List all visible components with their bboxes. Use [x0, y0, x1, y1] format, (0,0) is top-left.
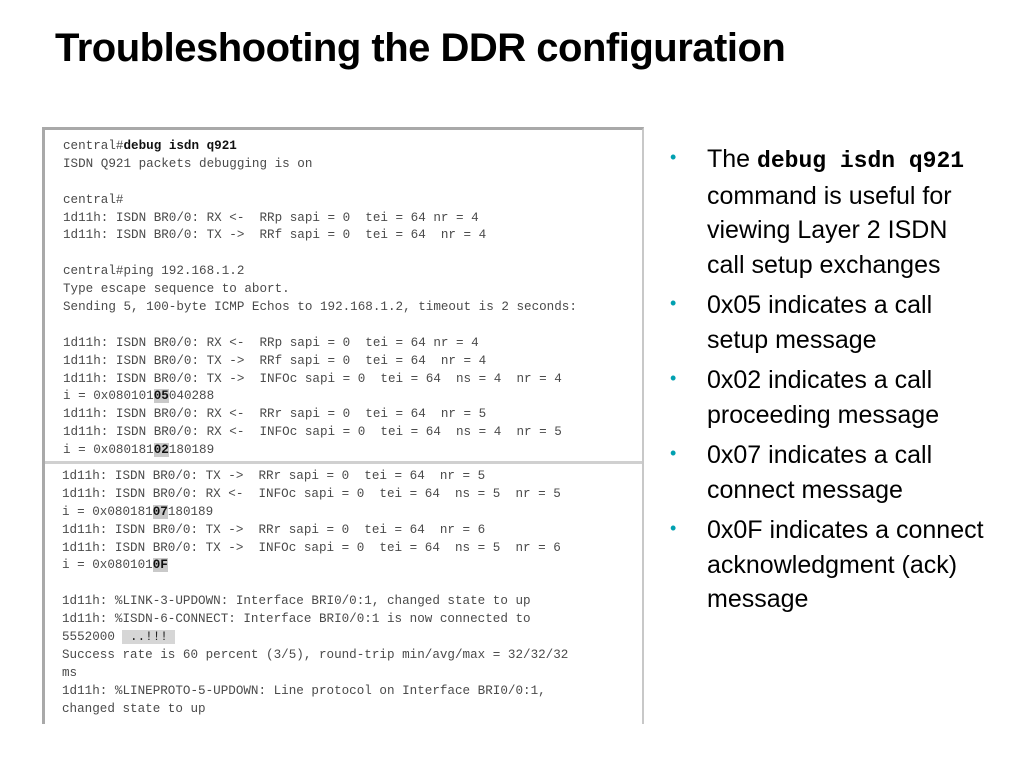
bullet-dot-icon: • [670, 518, 677, 538]
slide-title: Troubleshooting the DDR configuration [55, 26, 786, 70]
bullet-list: • The debug isdn q921 command is useful f… [667, 142, 987, 623]
bullet-item: • 0x07 indicates a call connect message [667, 438, 987, 507]
console-text: 1d11h: %LINEPROTO-5-UPDOWN: Line protoco… [62, 683, 546, 698]
console-line: Sending 5, 100-byte ICMP Echos to 192.16… [63, 299, 577, 317]
console-line: central#debug isdn q921 [63, 138, 577, 156]
console-text: 1d11h: ISDN BR0/0: TX -> RRf sapi = 0 te… [63, 228, 487, 243]
console-text: 1d11h: ISDN BR0/0: TX -> INFOc sapi = 0 … [62, 540, 561, 555]
console-text: 040288 [168, 389, 215, 404]
bullet-text: 0x05 indicates a call setup message [707, 291, 933, 354]
console-line: Success rate is 60 percent (3/5), round-… [62, 647, 568, 665]
console-line: 1d11h: ISDN BR0/0: TX -> RRr sapi = 0 te… [62, 468, 568, 486]
console-line: 1d11h: ISDN BR0/0: TX -> INFOc sapi = 0 … [63, 371, 577, 389]
console-line [63, 317, 577, 335]
highlighted-code: 05 [153, 389, 169, 404]
bullet-dot-icon: • [670, 293, 677, 313]
console-line: 1d11h: ISDN BR0/0: RX <- RRp sapi = 0 te… [63, 335, 577, 353]
command-text: debug isdn q921 [123, 139, 237, 153]
ping-result: ..!!! [122, 630, 176, 645]
console-line [63, 174, 577, 192]
console-text: 5552000 [62, 630, 123, 645]
console-text: changed state to up [62, 701, 206, 716]
console-line: 1d11h: ISDN BR0/0: TX -> INFOc sapi = 0 … [62, 540, 568, 558]
console-line: 1d11h: ISDN BR0/0: RX <- INFOc sapi = 0 … [62, 486, 568, 504]
console-text: 1d11h: ISDN BR0/0: RX <- INFOc sapi = 0 … [63, 425, 562, 440]
console-text: 1d11h: ISDN BR0/0: RX <- RRp sapi = 0 te… [63, 335, 479, 350]
console-text: i = 0x080181 [63, 443, 154, 458]
console-bottom-block: 1d11h: ISDN BR0/0: TX -> RRr sapi = 0 te… [62, 468, 568, 718]
console-line: 5552000 ..!!! [62, 629, 568, 647]
console-text: 180189 [167, 504, 214, 519]
console-line: central# [63, 192, 577, 210]
console-line: 1d11h: ISDN BR0/0: RX <- INFOc sapi = 0 … [63, 424, 577, 442]
console-text: 1d11h: ISDN BR0/0: TX -> INFOc sapi = 0 … [63, 371, 562, 386]
bullet-item: • The debug isdn q921 command is useful f… [667, 142, 987, 282]
console-text: 1d11h: ISDN BR0/0: TX -> RRr sapi = 0 te… [62, 522, 486, 537]
console-text: 1d11h: ISDN BR0/0: RX <- RRr sapi = 0 te… [63, 407, 487, 422]
console-line: i = 0x0801010F [62, 557, 568, 575]
console-line: 1d11h: ISDN BR0/0: TX -> RRf sapi = 0 te… [63, 353, 577, 371]
console-text: i = 0x080101 [62, 558, 153, 573]
console-line: 1d11h: %LINEPROTO-5-UPDOWN: Line protoco… [62, 683, 568, 701]
console-text: central# [63, 139, 124, 153]
console-text: 1d11h: ISDN BR0/0: RX <- INFOc sapi = 0 … [62, 486, 561, 501]
console-text: 1d11h: ISDN BR0/0: TX -> RRf sapi = 0 te… [63, 353, 487, 368]
highlighted-code: 0F [152, 558, 168, 573]
highlighted-code: 02 [153, 443, 169, 458]
console-line [62, 575, 568, 593]
bullet-dot-icon: • [670, 443, 677, 463]
console-text: Type escape sequence to abort. [63, 282, 290, 297]
bullet-item: • 0x05 indicates a call setup message [667, 288, 987, 357]
console-line: 1d11h: ISDN BR0/0: RX <- RRp sapi = 0 te… [63, 210, 577, 228]
console-line: i = 0x08018102180189 [63, 442, 577, 460]
console-line: 1d11h: ISDN BR0/0: TX -> RRr sapi = 0 te… [62, 522, 568, 540]
console-line: 1d11h: ISDN BR0/0: RX <- RRr sapi = 0 te… [63, 406, 577, 424]
console-text: 1d11h: ISDN BR0/0: TX -> RRr sapi = 0 te… [62, 469, 486, 483]
console-text: ms [62, 665, 78, 680]
console-text: central#ping 192.168.1.2 [63, 264, 245, 279]
console-line: ISDN Q921 packets debugging is on [63, 156, 577, 174]
console-text: 1d11h: ISDN BR0/0: RX <- RRp sapi = 0 te… [63, 210, 479, 225]
console-line: central#ping 192.168.1.2 [63, 263, 577, 281]
console-line: changed state to up [62, 701, 568, 719]
bullet-dot-icon: • [670, 147, 677, 167]
console-text: central# [63, 192, 124, 207]
console-divider [45, 461, 642, 464]
console-line: 1d11h: %LINK-3-UPDOWN: Interface BRI0/0:… [62, 593, 568, 611]
bullet-command: debug isdn q921 [757, 148, 965, 174]
console-text: 1d11h: %LINK-3-UPDOWN: Interface BRI0/0:… [62, 594, 531, 609]
bullet-text: 0x02 indicates a call proceeding message [707, 366, 940, 429]
console-line: 1d11h: %ISDN-6-CONNECT: Interface BRI0/0… [62, 611, 568, 629]
bullet-text: command is useful for viewing Layer 2 IS… [707, 181, 952, 279]
bullet-item: • 0x0F indicates a connect acknowledgment… [667, 513, 987, 617]
console-text: i = 0x080101 [63, 389, 154, 404]
bullet-dot-icon: • [670, 368, 677, 388]
console-line [63, 245, 577, 263]
highlighted-code: 07 [152, 504, 168, 519]
console-text: ISDN Q921 packets debugging is on [63, 156, 313, 171]
console-text: i = 0x080181 [62, 504, 153, 519]
bullet-text: 0x07 indicates a call connect message [707, 441, 933, 504]
bullet-text: The [707, 145, 758, 173]
console-text: 180189 [168, 443, 215, 458]
console-text: Success rate is 60 percent (3/5), round-… [62, 647, 569, 662]
console-line: Type escape sequence to abort. [63, 281, 577, 299]
console-line: ms [62, 665, 568, 683]
console-text: 1d11h: %ISDN-6-CONNECT: Interface BRI0/0… [62, 612, 531, 627]
console-line: i = 0x08018107180189 [62, 504, 568, 522]
bullet-text: 0x0F indicates a connect acknowledgment … [707, 516, 984, 613]
console-line: i = 0x08010105040288 [63, 388, 577, 406]
console-line: 1d11h: ISDN BR0/0: TX -> RRf sapi = 0 te… [63, 227, 577, 245]
bullet-item: • 0x02 indicates a call proceeding messag… [667, 363, 987, 432]
console-text: Sending 5, 100-byte ICMP Echos to 192.16… [63, 300, 577, 315]
